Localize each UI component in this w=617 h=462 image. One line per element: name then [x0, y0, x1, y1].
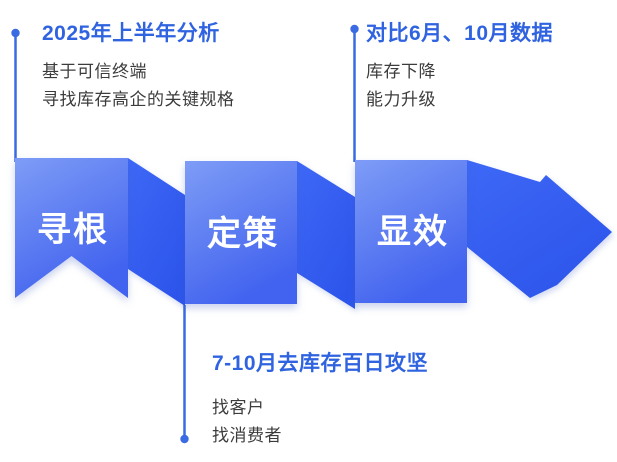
- fold-band-2: [297, 161, 355, 309]
- callout-line: 找客户: [212, 398, 265, 417]
- connector-dot-top-right: [350, 24, 359, 34]
- forward-arrow-icon: [467, 160, 612, 298]
- connector-dot-top-left: [11, 28, 20, 38]
- stage-label-2: 定策: [207, 215, 279, 253]
- callout-top-right-title: 对比6月、10月数据: [366, 22, 554, 45]
- callout-line: 找消费者: [212, 426, 282, 445]
- connector-lines: [11, 24, 359, 444]
- stage-label-3: 显效: [377, 213, 449, 251]
- callout-top-right: 对比6月、10月数据 库存下降 能力升级: [366, 19, 553, 114]
- callout-bottom-title: 7-10月去库存百日攻坚: [212, 352, 429, 375]
- callout-top-left-body: 基于可信终端 寻找库存高企的关键规格: [42, 58, 235, 114]
- callout-line: 库存下降: [366, 62, 436, 81]
- callout-line: 基于可信终端: [42, 62, 147, 81]
- callout-top-left: 2025年上半年分析 基于可信终端 寻找库存高企的关键规格: [42, 19, 235, 114]
- stage-panel-3: [355, 160, 467, 303]
- callout-top-left-title: 2025年上半年分析: [42, 22, 220, 45]
- callout-bottom: 7-10月去库存百日攻坚 找客户 找消费者: [212, 349, 428, 450]
- callout-top-right-body: 库存下降 能力升级: [366, 58, 553, 114]
- stage-label-1: 寻根: [37, 211, 109, 249]
- connector-dot-bottom: [180, 434, 189, 444]
- callout-line: 能力升级: [366, 90, 436, 109]
- callout-line: 寻找库存高企的关键规格: [42, 90, 235, 109]
- stage-panel-2: [185, 161, 297, 304]
- stage-ribbon-1: [15, 158, 128, 298]
- callout-bottom-body: 找客户 找消费者: [212, 394, 428, 450]
- fold-band-1: [128, 158, 185, 306]
